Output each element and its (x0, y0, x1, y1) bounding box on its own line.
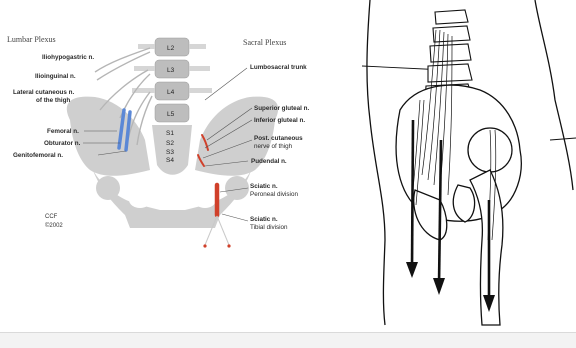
label-ilioinguinal: Ilioinguinal n. (35, 73, 76, 80)
label-superior-gluteal: Superior gluteal n. (254, 105, 310, 112)
label-post-cutaneous-2: nerve of thigh (254, 143, 293, 150)
credit-ccf: CCF (45, 214, 58, 220)
vertebra-label-s1: S1 (166, 130, 174, 137)
sacral-plexus-header: Sacral Plexus (243, 38, 286, 47)
label-sciatic-peroneal-2: Peroneal division (250, 191, 298, 198)
label-iliohypogastric: Iliohypogastric n. (42, 54, 94, 61)
credit-year: ©2002 (45, 222, 63, 229)
label-pudendal: Pudendal n. (251, 158, 287, 165)
bottom-strip (0, 332, 576, 348)
label-inferior-gluteal: Inferior gluteal n. (254, 117, 305, 124)
plexus-diagram: Lumbar Plexus Sacral Plexus L2 L3 L4 (0, 0, 335, 300)
label-post-cutaneous-1: Post. cutaneous (254, 135, 303, 142)
vertebra-label-l3: L3 (167, 67, 175, 74)
lumbar-plexus-header: Lumbar Plexus (7, 35, 56, 44)
vertebra-label-s2: S2 (166, 140, 174, 147)
pelvis-outline (396, 85, 521, 325)
label-obturator: Obturator n. (44, 140, 81, 147)
label-sciatic-tibial-2: Tibial division (250, 224, 288, 231)
vertebra-label-l2: L2 (167, 45, 175, 52)
vertebra-label-s4: S4 (166, 157, 174, 164)
label-sciatic-tibial-1: Sciatic n. (250, 216, 278, 223)
label-lumbosacral-trunk: Lumbosacral trunk (250, 64, 307, 71)
label-lateral-cutaneous-2: of the thigh (36, 97, 70, 104)
label-lateral-cutaneous-1: Lateral cutaneous n. (13, 89, 74, 96)
tibial-end-dot (203, 244, 206, 247)
label-femoral: Femoral n. (47, 128, 79, 135)
label-sciatic-peroneal-1: Sciatic n. (250, 183, 278, 190)
label-genitofemoral: Genitofemoral n. (13, 152, 63, 159)
peroneal-end-dot (227, 244, 230, 247)
hip-line-drawing (340, 0, 576, 330)
vertebra-label-s3: S3 (166, 149, 174, 156)
vertebra-label-l5: L5 (167, 111, 175, 118)
vertebra-label-l4: L4 (167, 89, 175, 96)
